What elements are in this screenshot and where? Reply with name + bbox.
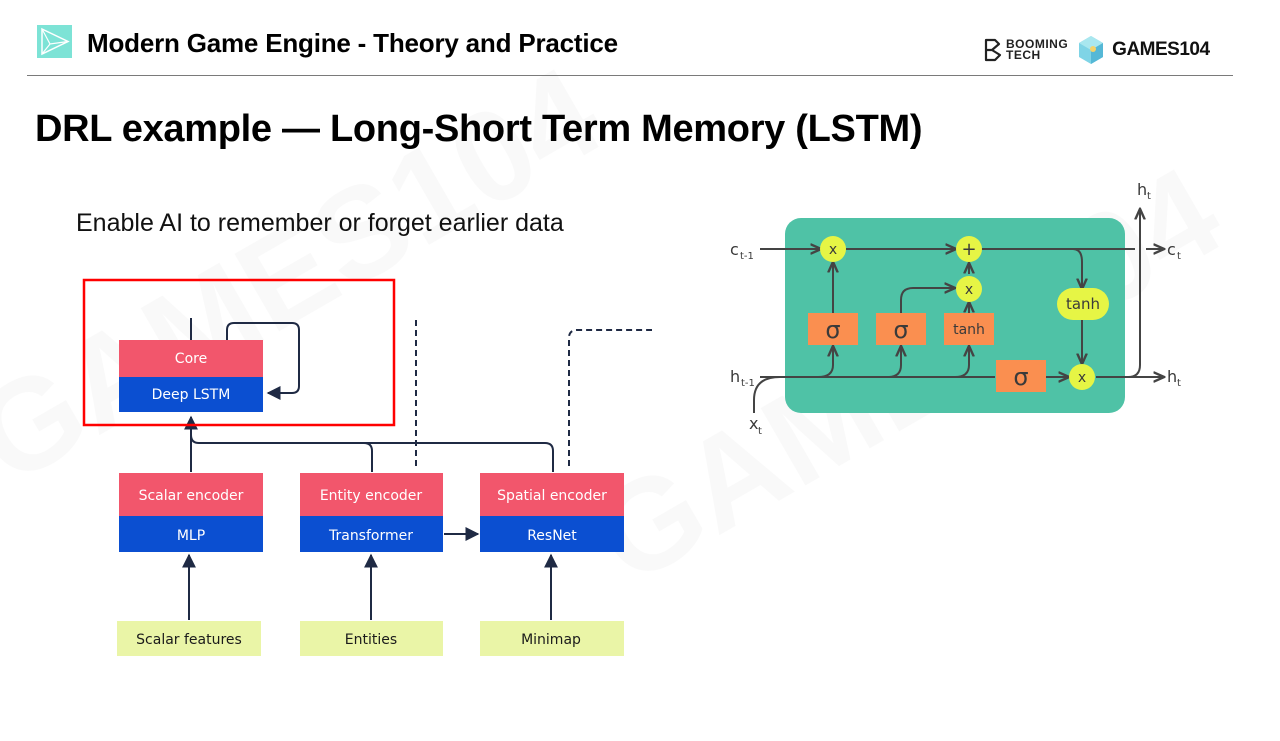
course-title: Modern Game Engine - Theory and Practice: [87, 28, 618, 58]
gate-input-branch: [887, 347, 901, 378]
booming-tech-icon: [984, 38, 1002, 62]
gate-label: σ: [825, 316, 840, 344]
lstm-cell-diagram: σ σ tanh σ x + x x tanh c t-1 h t-1 x t …: [730, 180, 1181, 437]
scalar-encoder: Scalar encoder MLP: [119, 473, 263, 552]
add-op: [956, 236, 982, 262]
candidate-tanh: [944, 313, 994, 345]
encoder-network-label: Transformer: [328, 528, 413, 544]
deep-lstm-box: [119, 377, 263, 412]
forget-gate-sigma: [808, 313, 858, 345]
h-prev-label: h t-1: [730, 367, 755, 389]
gate-input-branch: [954, 347, 969, 378]
svg-text:c: c: [1167, 240, 1176, 259]
x-input-line: [753, 376, 781, 413]
entity-merge-line: [190, 434, 373, 472]
recurrent-loop-arrow: [226, 322, 300, 400]
header-divider: [27, 75, 1233, 76]
architecture-diagram: Core Deep LSTM Scalar encoder MLP Entity…: [82, 278, 652, 656]
svg-text:h: h: [1167, 367, 1177, 386]
output-multiply-op: [1069, 364, 1095, 390]
svg-text:x: x: [749, 414, 758, 433]
op-label: tanh: [1066, 295, 1100, 313]
svg-text:h: h: [1137, 180, 1147, 199]
games104-cube-icon: [1079, 36, 1104, 64]
svg-text:t: t: [758, 426, 762, 437]
output-gate-sigma: [996, 360, 1046, 392]
play-triangle-logo-icon: [37, 25, 72, 58]
minimap-box: [480, 621, 624, 656]
entity-encoder: Entity encoder Transformer: [300, 473, 443, 552]
svg-text:t-1: t-1: [740, 251, 754, 262]
tech-label: TECH: [1006, 48, 1041, 62]
op-label: x: [965, 282, 973, 298]
h-top-label: h t: [1137, 180, 1151, 202]
gate-input-branch: [817, 347, 833, 378]
feature-label: Scalar features: [136, 632, 242, 648]
highlight-rectangle: [82, 278, 396, 427]
feature-label: Entities: [345, 632, 397, 648]
svg-text:t: t: [1177, 251, 1181, 262]
op-label: x: [1078, 370, 1086, 386]
deep-lstm-label: Deep LSTM: [152, 387, 231, 403]
h-up-arrow: [1127, 210, 1140, 378]
output-tanh-op: [1057, 288, 1109, 320]
input-gate-sigma: [876, 313, 926, 345]
core-label: Core: [175, 351, 207, 367]
encoder-label: Entity encoder: [320, 488, 423, 504]
input-multiply-op: [956, 276, 982, 302]
forget-multiply-op: [820, 236, 846, 262]
spatial-merge-line: [364, 442, 554, 472]
encoder-network-label: ResNet: [527, 528, 577, 544]
input-gate-output: [900, 288, 954, 313]
encoder-label: Scalar encoder: [139, 488, 244, 504]
gate-label: tanh: [953, 322, 985, 338]
op-label: x: [829, 242, 837, 258]
booming-tech-logo: BOOMING TECH: [983, 38, 1068, 62]
spatial-encoder: Spatial encoder ResNet: [480, 473, 624, 552]
svg-text:c: c: [730, 240, 739, 259]
h-out-label: h t: [1167, 367, 1181, 389]
svg-text:t-1: t-1: [741, 378, 755, 389]
encoder-label: Spatial encoder: [497, 488, 607, 504]
booming-label: BOOMING: [1006, 37, 1069, 51]
op-label: +: [961, 239, 976, 260]
games104-label: GAMES104: [1112, 39, 1210, 60]
encoder-network-label: MLP: [177, 528, 205, 544]
c-out-label: c t: [1167, 240, 1181, 262]
brand-logos: BOOMING TECH GAMES104: [983, 34, 1210, 66]
svg-text:t: t: [1177, 378, 1181, 389]
scalar-features-box: [117, 621, 261, 656]
gate-label: σ: [1013, 363, 1028, 391]
svg-text:h: h: [730, 367, 740, 386]
svg-text:t: t: [1147, 191, 1151, 202]
slide-subtitle: Enable AI to remember or forget earlier …: [76, 209, 564, 237]
slide-title: DRL example — Long-Short Term Memory (LS…: [35, 108, 923, 150]
feature-label: Minimap: [521, 632, 581, 648]
dashed-connector: [568, 329, 652, 466]
gate-label: σ: [893, 316, 908, 344]
x-input-label: x t: [749, 414, 762, 437]
entities-box: [300, 621, 443, 656]
core-box: [119, 340, 263, 377]
c-prev-label: c t-1: [730, 240, 754, 262]
cell-to-tanh: [1072, 248, 1082, 288]
